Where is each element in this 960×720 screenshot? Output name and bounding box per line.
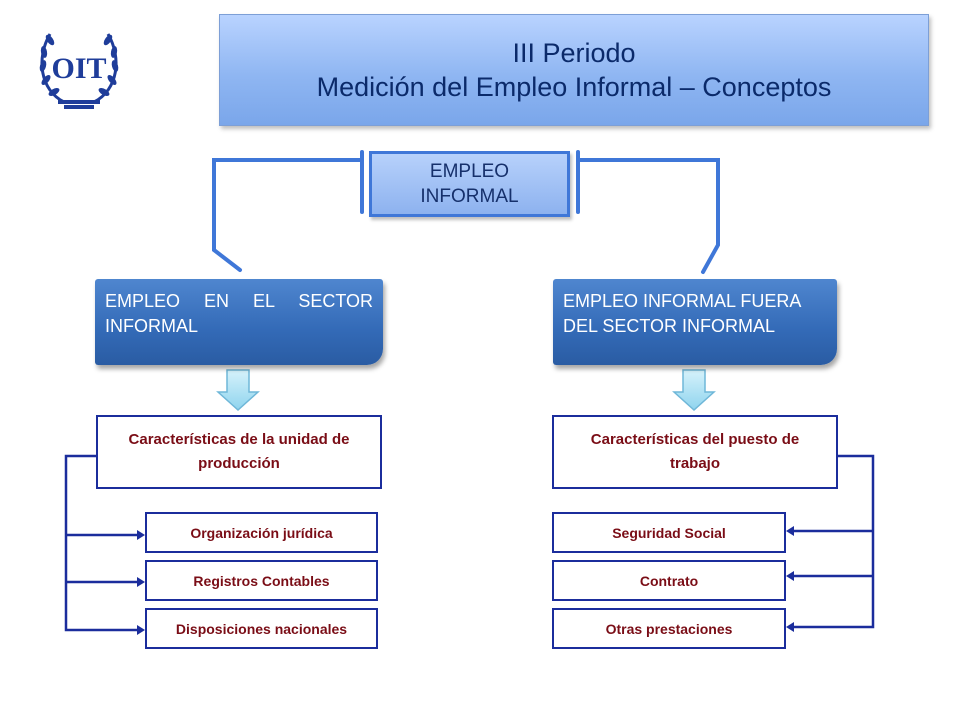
left-item-disposiciones-nacionales: Disposiciones nacionales (145, 608, 378, 649)
title-line-2: Medición del Empleo Informal – Conceptos (316, 72, 832, 102)
list-item: Disposiciones nacionales (175, 620, 348, 637)
left-branch-line-2: INFORMAL (105, 316, 199, 336)
left-criteria-text: Características de la unidad de producci… (128, 431, 350, 472)
list-item: Contrato (639, 572, 699, 589)
right-item-seguridad-social: Seguridad Social (552, 512, 786, 553)
left-item-organizacion-juridica: Organización jurídica (145, 512, 378, 553)
right-branch-line-2: DEL SECTOR INFORMAL (563, 316, 776, 336)
top-node-line-2: INFORMAL (420, 186, 519, 207)
right-item-otras-prestaciones: Otras prestaciones (552, 608, 786, 649)
list-item: Organización jurídica (190, 524, 333, 541)
right-criteria-text: Características del puesto de trabajo (590, 431, 800, 472)
top-node-line-1: EMPLEO (429, 161, 510, 182)
right-branch-node: EMPLEO INFORMAL FUERA DEL SECTOR INFORMA… (553, 279, 837, 365)
left-branch-line-1: EMPLEO EN EL SECTOR (105, 291, 373, 311)
down-arrow-left (216, 369, 260, 412)
empleo-informal-node: EMPLEO INFORMAL (369, 151, 570, 217)
list-item: Otras prestaciones (605, 620, 733, 637)
list-item: Seguridad Social (612, 524, 726, 541)
right-branch-line-1: EMPLEO INFORMAL FUERA (563, 291, 802, 311)
list-item: Registros Contables (193, 572, 330, 589)
page-title: III Periodo Medición del Empleo Informal… (219, 14, 929, 126)
oit-wreath-logo-icon: OIT (34, 18, 124, 110)
title-line-1: III Periodo (512, 38, 636, 68)
down-arrow-right (672, 369, 716, 412)
left-criteria-box: Características de la unidad de producci… (96, 415, 382, 489)
logo-text: OIT (51, 52, 106, 85)
left-branch-node: EMPLEO EN EL SECTOR INFORMAL (95, 279, 383, 365)
left-item-registros-contables: Registros Contables (145, 560, 378, 601)
right-item-contrato: Contrato (552, 560, 786, 601)
right-criteria-box: Características del puesto de trabajo (552, 415, 838, 489)
